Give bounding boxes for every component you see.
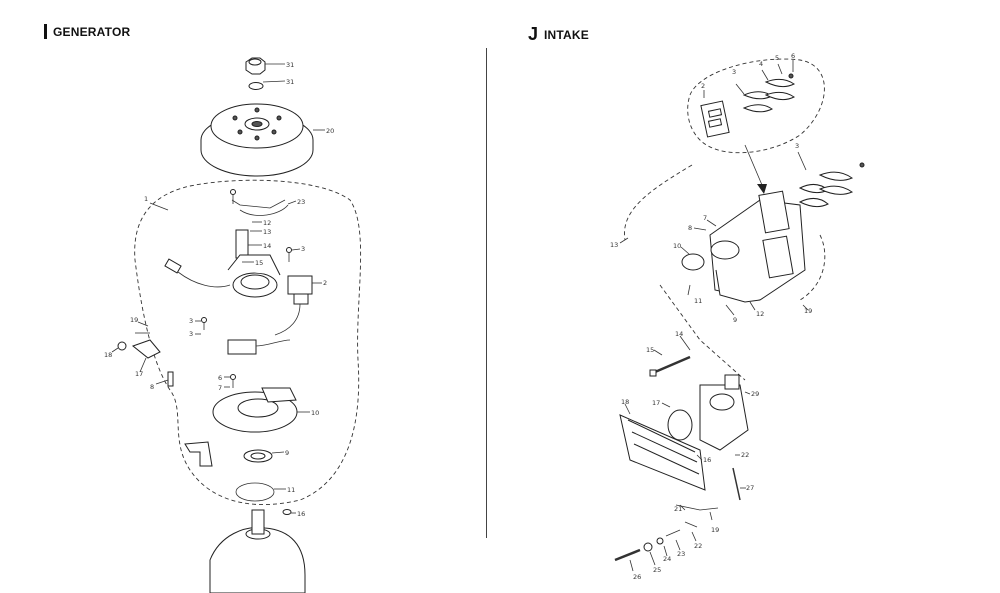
key-pin — [282, 509, 292, 515]
svg-text:27: 27 — [746, 484, 754, 492]
svg-text:7: 7 — [218, 384, 222, 392]
choke-linkage — [675, 467, 741, 528]
generator-callouts: 31 31 20 1 23 12 13 14 15 3 2 19 18 17 8… — [104, 61, 334, 518]
flywheel-nut — [245, 57, 266, 75]
svg-text:18: 18 — [621, 398, 629, 406]
svg-text:2: 2 — [323, 279, 327, 287]
gasket — [681, 253, 705, 271]
svg-text:31: 31 — [286, 61, 294, 69]
stator-coil — [227, 229, 281, 298]
svg-text:19: 19 — [804, 307, 812, 315]
svg-text:11: 11 — [287, 486, 295, 494]
svg-text:3: 3 — [189, 330, 193, 338]
svg-text:17: 17 — [652, 399, 660, 407]
section-title-generator: GENERATOR — [44, 24, 130, 39]
flywheel — [200, 103, 314, 177]
section-letter-intake: J — [528, 24, 539, 44]
svg-text:15: 15 — [255, 259, 263, 267]
svg-text:9: 9 — [733, 316, 737, 324]
generator-group-outline — [134, 179, 362, 506]
svg-text:3: 3 — [301, 245, 305, 253]
wire-harness — [231, 199, 286, 209]
connector-plug — [164, 258, 231, 288]
svg-text:14: 14 — [263, 242, 271, 250]
svg-text:3: 3 — [189, 317, 193, 325]
generator-diagram: 31 31 20 1 23 12 13 14 15 3 2 19 18 17 8… — [104, 57, 362, 593]
arrow-line — [744, 144, 763, 186]
svg-text:29: 29 — [751, 390, 759, 398]
svg-text:10: 10 — [673, 242, 681, 250]
svg-text:22: 22 — [741, 451, 749, 459]
svg-text:6: 6 — [218, 374, 222, 382]
air-silencer — [619, 414, 706, 491]
section-title-intake: J INTAKE — [528, 24, 589, 45]
svg-text:12: 12 — [263, 219, 271, 227]
svg-text:16: 16 — [297, 510, 305, 518]
svg-text:17: 17 — [135, 370, 143, 378]
svg-text:24: 24 — [663, 555, 671, 563]
intake-callouts: 2 3 4 5 6 3 8 7 10 13 11 9 12 19 14 15 2… — [610, 52, 812, 581]
svg-text:21: 21 — [674, 505, 682, 513]
svg-text:2: 2 — [701, 82, 705, 90]
reed-petals-right — [798, 171, 854, 208]
pulser-coil — [227, 339, 291, 355]
fuel-hose-left — [624, 164, 693, 241]
reed-plate-top — [700, 100, 730, 138]
o-ring — [235, 482, 275, 502]
carb-outline — [659, 284, 746, 381]
svg-text:22: 22 — [694, 542, 702, 550]
long-bolt — [649, 355, 691, 377]
svg-text:15: 15 — [646, 346, 654, 354]
svg-text:8: 8 — [688, 224, 692, 232]
section-name-intake: INTAKE — [544, 27, 589, 42]
bottom-bolt-assembly — [614, 529, 681, 562]
svg-text:14: 14 — [675, 330, 683, 338]
fuel-hose-right — [799, 234, 826, 301]
section-divider — [486, 48, 487, 538]
svg-text:31: 31 — [286, 78, 294, 86]
flywheel-washer — [248, 82, 264, 90]
oil-seal — [243, 449, 273, 463]
svg-text:25: 25 — [653, 566, 661, 574]
section-name-generator: GENERATOR — [53, 24, 131, 39]
svg-text:10: 10 — [311, 409, 319, 417]
svg-text:18: 18 — [104, 351, 112, 359]
carburetor — [667, 374, 749, 451]
svg-text:19: 19 — [130, 316, 138, 324]
svg-text:9: 9 — [285, 449, 289, 457]
svg-text:13: 13 — [610, 241, 618, 249]
screw-right — [859, 162, 865, 168]
inset-detail — [184, 441, 213, 467]
svg-text:19: 19 — [711, 526, 719, 534]
reed-valve-blocks — [758, 190, 794, 279]
reed-valve-group-outline — [687, 58, 825, 154]
screws — [201, 189, 292, 388]
arrow-head — [757, 184, 767, 194]
svg-text:26: 26 — [633, 573, 641, 581]
svg-text:20: 20 — [326, 127, 334, 135]
section-letter-generator-bar — [44, 24, 47, 39]
svg-text:16: 16 — [703, 456, 711, 464]
svg-text:13: 13 — [263, 228, 271, 236]
svg-text:11: 11 — [694, 297, 702, 305]
svg-text:23: 23 — [297, 198, 305, 206]
ignition-coil — [274, 275, 313, 336]
svg-text:6: 6 — [791, 52, 795, 60]
stator-base-plate — [212, 387, 298, 433]
svg-text:5: 5 — [775, 54, 779, 62]
svg-text:3: 3 — [795, 142, 799, 150]
svg-text:4: 4 — [759, 60, 763, 68]
reed-petals-top — [742, 78, 795, 113]
bracket-parts — [117, 332, 174, 387]
intake-manifold — [709, 199, 806, 303]
svg-text:12: 12 — [756, 310, 764, 318]
svg-text:7: 7 — [703, 214, 707, 222]
svg-text:1: 1 — [144, 195, 148, 203]
svg-text:23: 23 — [677, 550, 685, 558]
svg-text:3: 3 — [732, 68, 736, 76]
screw-top — [788, 73, 794, 79]
svg-text:8: 8 — [150, 383, 154, 391]
crankcase — [209, 509, 306, 593]
